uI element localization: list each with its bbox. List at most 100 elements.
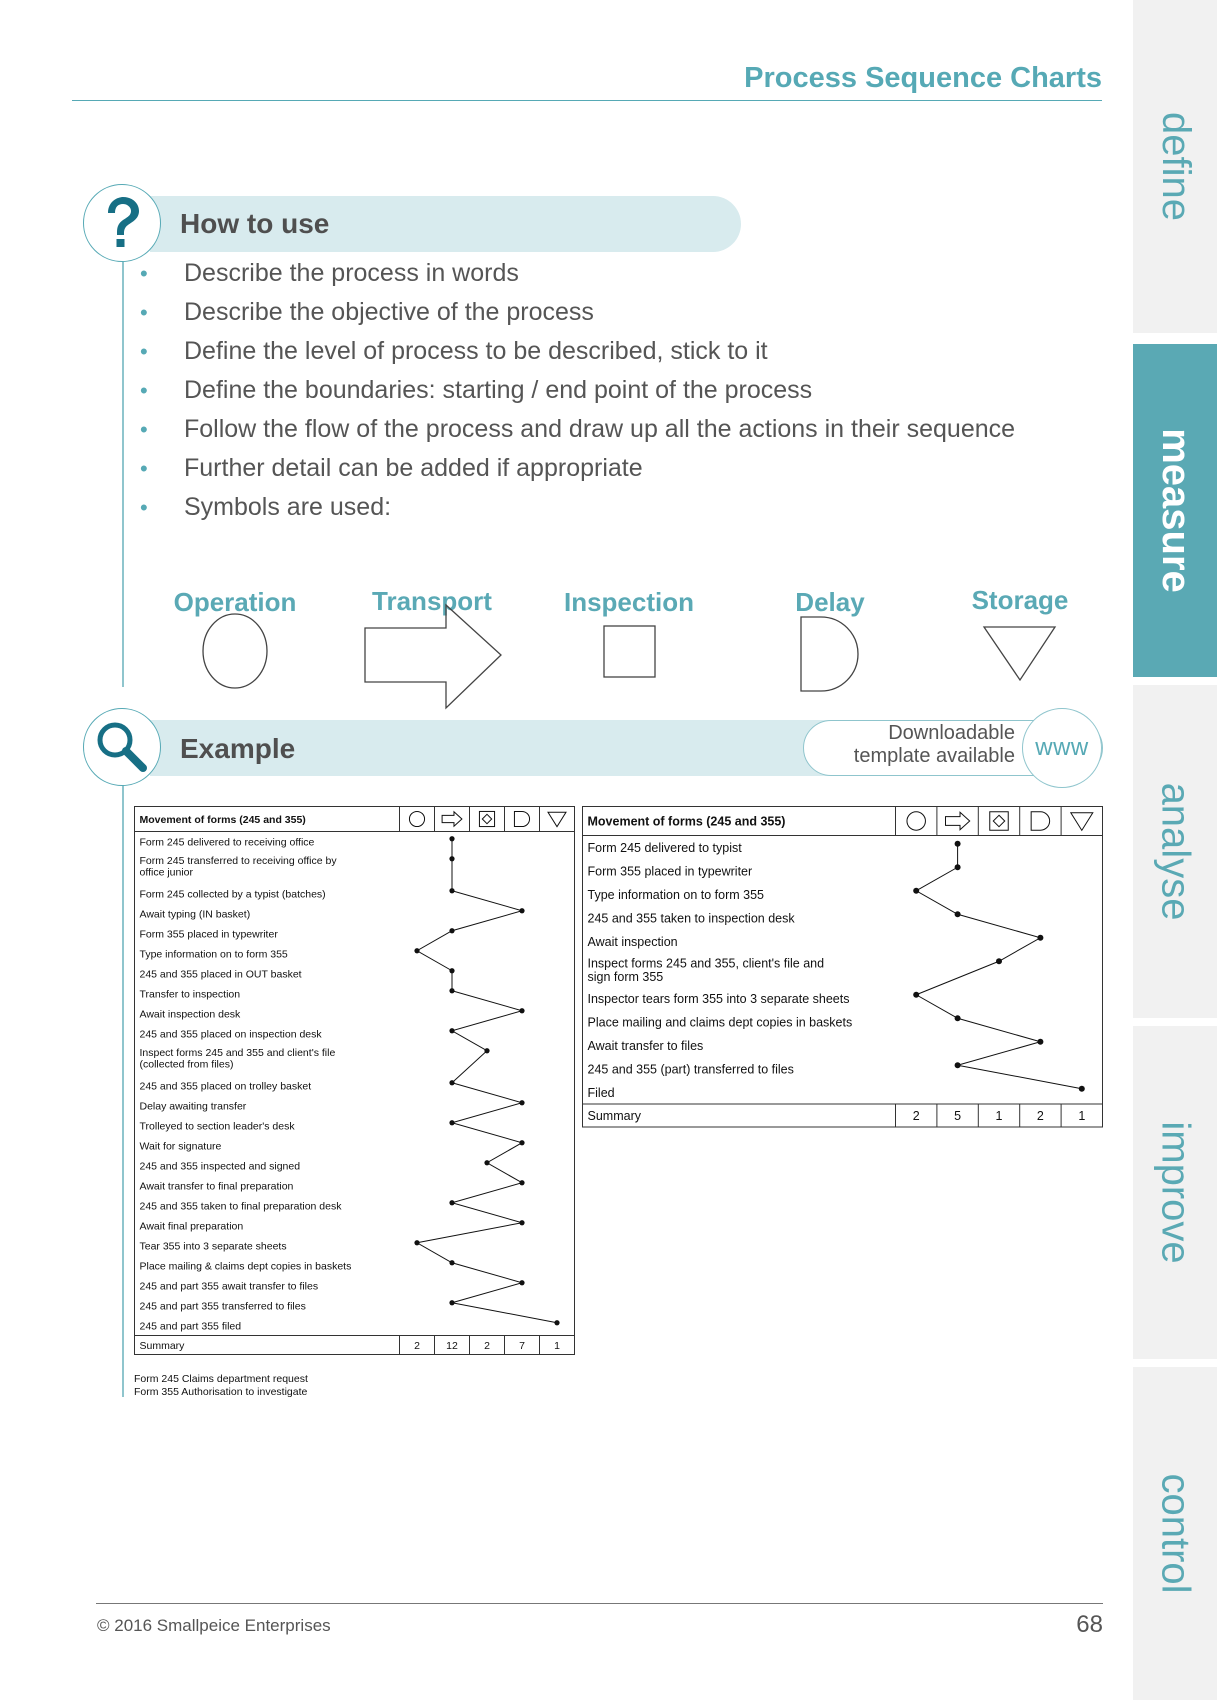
chart-title: Movement of forms (245 and 355) — [588, 815, 786, 829]
tab-improve-label: improve — [1153, 1121, 1198, 1264]
list-item: Follow the flow of the process and draw … — [140, 414, 1095, 445]
row-label: Trolleyed to section leader's desk — [140, 1120, 296, 1132]
row-label: Await transfer to files — [588, 1039, 704, 1053]
row-label: 245 and 355 placed on inspection desk — [140, 1028, 323, 1040]
sequence-point — [913, 887, 920, 894]
header-rule — [72, 100, 1102, 101]
tab-control-label: control — [1153, 1473, 1198, 1594]
row-label: Inspect forms 245 and 355, client's file… — [588, 957, 825, 985]
page-number: 68 — [1076, 1611, 1103, 1638]
list-item: Describe the process in words — [140, 258, 1095, 289]
storage-icon — [1069, 812, 1094, 832]
summary-count: 5 — [954, 1109, 961, 1123]
how-to-use-list: Describe the process in words Describe t… — [140, 258, 1095, 531]
summary-label: Summary — [140, 1340, 186, 1352]
row-label: Place mailing & claims dept copies in ba… — [140, 1260, 352, 1272]
row-label-line: (collected from files) — [140, 1059, 234, 1071]
delay-icon — [1030, 811, 1051, 831]
row-label: 245 and 355 taken to final preparation d… — [140, 1200, 343, 1212]
symbol-label-delay: Delay — [795, 587, 865, 617]
sequence-point — [913, 991, 920, 998]
row-label: Type information on to form 355 — [140, 948, 288, 960]
summary-count: 12 — [446, 1340, 458, 1352]
sequence-point — [449, 928, 455, 934]
symbol-shapes — [202, 603, 1057, 710]
row-label: Transfer to inspection — [140, 988, 241, 1000]
row-label: 245 and 355 placed on trolley basket — [140, 1080, 312, 1092]
note-line: Form 245 Claims department request — [134, 1373, 308, 1385]
delay-icon — [800, 616, 859, 692]
sequence-point — [449, 1260, 455, 1266]
row-label: Place mailing and claims dept copies in … — [588, 1015, 853, 1029]
section-guide-line — [122, 262, 124, 687]
row-label: 245 and 355 taken to inspection desk — [588, 911, 796, 925]
process-chart-svg: Movement of forms (245 and 355) Form 245 … — [582, 806, 1103, 1128]
footer-copyright: © 2016 Smallpeice Enterprises — [97, 1616, 331, 1635]
row-label: Await inspection desk — [140, 1008, 242, 1020]
row-label-line: Inspect forms 245 and 355 and client's f… — [140, 1047, 336, 1059]
tab-control[interactable]: control — [1133, 1367, 1217, 1700]
transport-icon — [441, 810, 463, 828]
download-line-2: template available — [853, 745, 1015, 767]
row-label: Form 355 placed in typewriter — [588, 864, 753, 878]
row-label-line: office junior — [140, 867, 194, 879]
tab-analyse[interactable]: analyse — [1133, 685, 1217, 1018]
sequence-point — [519, 908, 525, 914]
sequence-point — [449, 1300, 455, 1306]
row-label: Type information on to form 355 — [588, 888, 765, 902]
symbol-label-transport: Transport — [372, 586, 492, 616]
row-label: Form 245 delivered to receiving office — [140, 836, 315, 848]
row-label: Wait for signature — [140, 1140, 222, 1152]
row-label: Await inspection — [588, 935, 678, 949]
tab-improve[interactable]: improve — [1133, 1026, 1217, 1359]
sequence-point — [449, 968, 455, 974]
sequence-point — [519, 1008, 525, 1014]
sequence-point — [954, 1015, 961, 1022]
summary-count: 7 — [519, 1340, 525, 1352]
sequence-point — [954, 1062, 961, 1069]
row-label: Form 245 delivered to typist — [588, 841, 743, 855]
sequence-point — [449, 988, 455, 994]
magnifier-icon — [83, 708, 161, 786]
tab-measure[interactable]: measure — [1133, 344, 1217, 677]
www-icon[interactable]: www — [1022, 708, 1102, 788]
operation-icon — [906, 811, 926, 831]
sequence-point — [449, 1120, 455, 1126]
inspection-icon — [989, 811, 1009, 831]
sequence-point — [414, 948, 420, 954]
process-chart-svg: Movement of forms (245 and 355)Form 245 … — [134, 806, 575, 1355]
row-label: Inspect forms 245 and 355 and client's f… — [140, 1047, 336, 1071]
row-label: Form 245 transferred to receiving office… — [140, 855, 338, 879]
sequence-point — [954, 864, 961, 871]
example-guide-line — [122, 765, 124, 1397]
symbol-label-storage: Storage — [971, 585, 1069, 615]
tab-define[interactable]: define — [1133, 0, 1217, 333]
row-label: Await transfer to final preparation — [140, 1180, 294, 1192]
summary-count: 1 — [554, 1340, 560, 1352]
sequence-point — [954, 840, 961, 847]
storage-icon — [982, 626, 1057, 682]
list-item: Define the level of process to be descri… — [140, 336, 1095, 367]
row-label: Tear 355 into 3 separate sheets — [140, 1240, 287, 1252]
sequence-point — [449, 1028, 455, 1034]
transport-icon — [945, 811, 971, 831]
sequence-point — [449, 888, 455, 894]
sequence-point — [519, 1100, 525, 1106]
how-to-use-bar — [150, 196, 741, 252]
sequence-point — [484, 1048, 490, 1054]
row-label: Await typing (IN basket) — [140, 908, 251, 920]
download-text: Downloadable template available — [815, 722, 1015, 768]
summary-label: Summary — [588, 1109, 642, 1123]
row-label: Inspector tears form 355 into 3 separate… — [588, 992, 850, 1006]
form-notes: Form 245 Claims department request Form … — [134, 1373, 308, 1399]
list-item: Symbols are used: — [140, 492, 1095, 523]
row-label: 245 and part 355 transferred to files — [140, 1300, 306, 1312]
row-label-line: sign form 355 — [588, 970, 664, 984]
sequence-point — [519, 1180, 525, 1186]
process-chart-2: Movement of forms (245 and 355) Form 245 … — [582, 806, 1104, 1134]
row-label: 245 and 355 placed in OUT basket — [140, 968, 302, 980]
summary-count: 2 — [414, 1340, 420, 1352]
row-label-line: Form 245 transferred to receiving office… — [140, 855, 338, 867]
page-title: Process Sequence Charts — [744, 62, 1102, 94]
operation-icon — [408, 810, 426, 828]
